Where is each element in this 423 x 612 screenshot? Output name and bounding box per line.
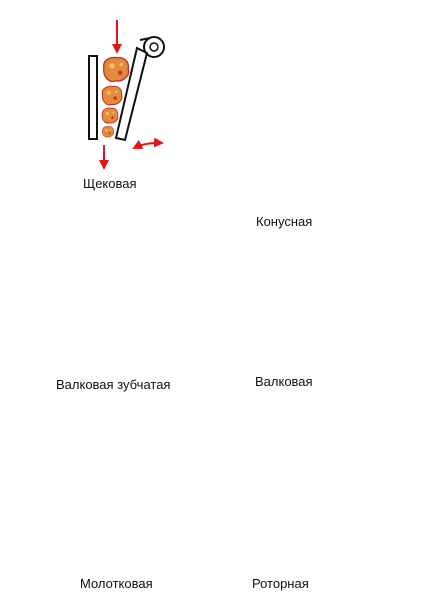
fixed-jaw — [88, 55, 98, 140]
swing-arrow — [132, 137, 164, 149]
label-hammer-crusher: Молотковая — [80, 576, 153, 591]
label-jaw-crusher: Щековая — [83, 176, 137, 191]
label-toothed-roll-crusher: Валковая зубчатая — [56, 377, 171, 392]
moving-jaw — [114, 46, 149, 142]
jaw-crusher — [88, 20, 165, 170]
label-rotor-crusher: Роторная — [252, 576, 309, 591]
label-cone-crusher: Конусная — [256, 214, 313, 229]
label-roll-crusher: Валковая — [255, 374, 313, 389]
eccentric-shaft — [143, 36, 165, 58]
